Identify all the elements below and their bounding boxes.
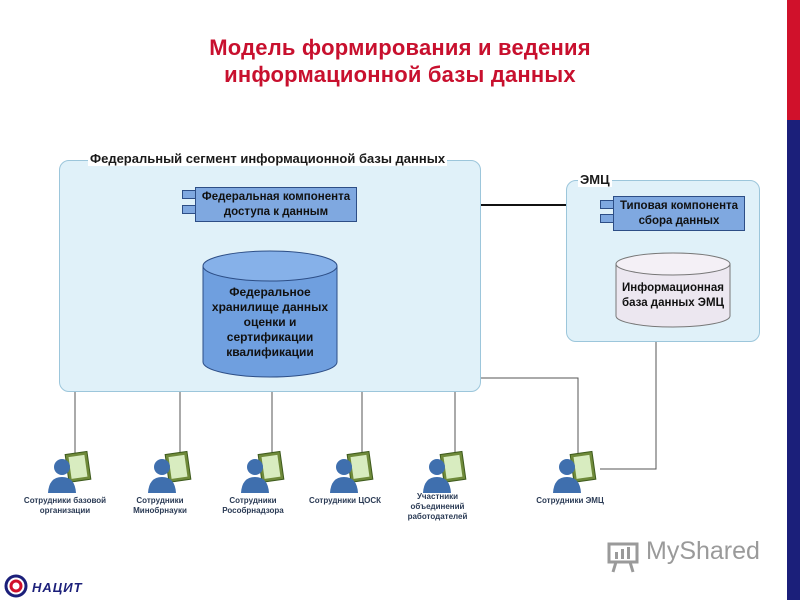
federal-component-line-1: Федеральная компонента <box>201 190 351 203</box>
user-computer-icon <box>330 450 374 493</box>
employee-label-rosobrnadzor: Сотрудники Рособрнадзора <box>208 496 298 516</box>
emc-db-line-1: Информационная <box>622 282 724 294</box>
federal-segment-label: Федеральный сегмент информационной базы … <box>88 151 448 166</box>
nacit-logo-text: НАЦИТ <box>32 580 83 595</box>
user-computer-icon <box>553 450 597 493</box>
employee-label-line: работодателей <box>407 512 468 521</box>
federal-storage-label: Федеральное хранилище данных оценки и се… <box>203 285 337 360</box>
title-line-1: Модель формирования и ведения <box>209 35 591 60</box>
employee-label-line: Сотрудники <box>136 496 184 505</box>
employee-label-emc: Сотрудники ЭМЦ <box>525 496 615 506</box>
storage-line-1: Федеральное <box>229 285 311 299</box>
federal-component-line-2: доступа к данным <box>223 205 329 218</box>
employee-label-line: Сотрудники ЦОСК <box>308 496 382 505</box>
side-accent-blue <box>787 120 800 600</box>
emc-db-line-2: база данных ЭМЦ <box>622 297 724 309</box>
storage-line-5: квалификации <box>226 345 314 359</box>
watermark-label: MyShared <box>646 537 760 565</box>
employee-label-line: объединений <box>410 502 465 511</box>
watermark-text: MyShared <box>646 537 760 566</box>
user-computer-icon <box>48 450 92 493</box>
emc-component-line-2: сбора данных <box>638 214 720 227</box>
user-computer-icon <box>148 450 192 493</box>
employee-label-line: Рособрнадзора <box>222 506 284 515</box>
employee-label-line: Сотрудники <box>229 496 277 505</box>
employee-label-line: Сотрудники ЭМЦ <box>536 496 604 505</box>
storage-line-2: хранилище данных <box>211 300 329 314</box>
emc-collection-component: Типовая компонента сбора данных <box>613 196 745 231</box>
user-computer-icon <box>241 450 285 493</box>
employee-label-minobrnauki: Сотрудники Минобрнауки <box>120 496 200 516</box>
presentation-board-icon <box>607 542 639 573</box>
title-line-2: информационной базы данных <box>224 62 576 87</box>
storage-line-4: сертификации <box>226 330 314 344</box>
emc-component-line-1: Типовая компонента <box>619 199 739 212</box>
employee-label-base-org: Сотрудники базовой организации <box>10 496 120 516</box>
user-computer-icon <box>423 450 467 493</box>
nacit-logo-icon <box>4 574 28 598</box>
employee-label-line: Минобрнауки <box>133 506 187 515</box>
employee-label-line: Участники <box>416 492 459 501</box>
emc-database-label: Информационная база данных ЭМЦ <box>616 281 730 311</box>
employee-label-line: Сотрудники базовой <box>23 496 107 505</box>
employee-label-cosk: Сотрудники ЦОСК <box>300 496 390 506</box>
emc-segment-label: ЭМЦ <box>578 172 612 187</box>
employee-label-line: организации <box>39 506 91 515</box>
storage-line-3: оценки и <box>243 315 297 329</box>
side-accent-red <box>787 0 800 120</box>
slide-title: Модель формирования и ведения информацио… <box>120 34 680 88</box>
employee-label-employers: Участники объединений работодателей <box>395 492 480 522</box>
federal-access-component: Федеральная компонента доступа к данным <box>195 187 357 222</box>
